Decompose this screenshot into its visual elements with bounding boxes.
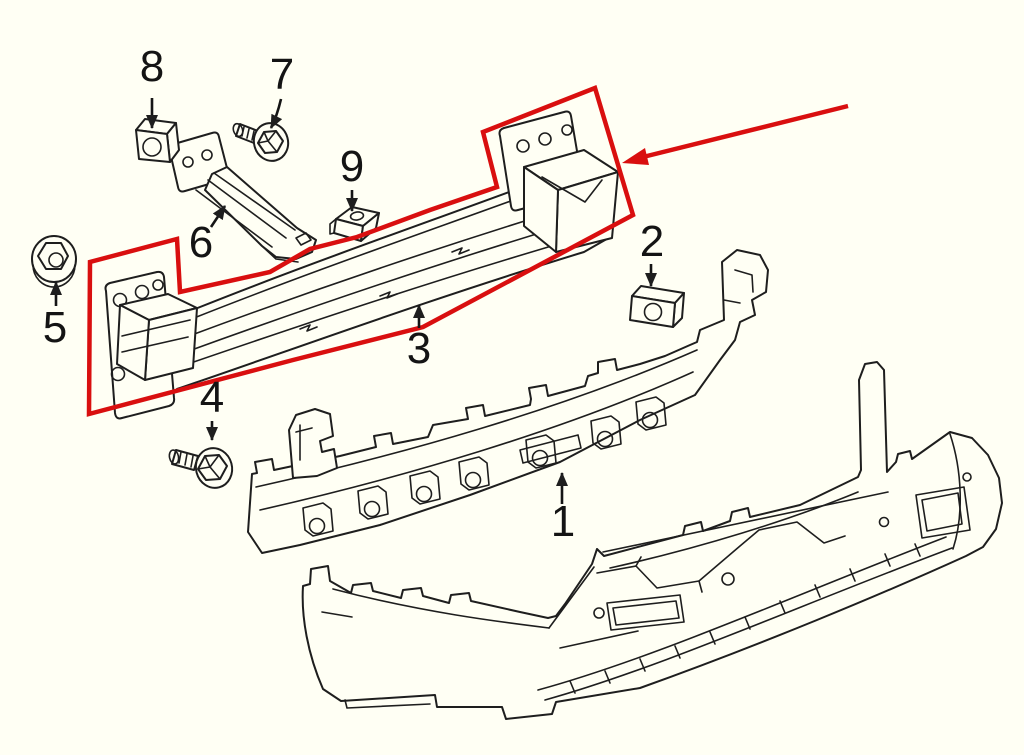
callout-arrows bbox=[50, 98, 657, 504]
bolt-drawing bbox=[232, 122, 290, 162]
callout-6-arrow bbox=[209, 205, 227, 228]
callout-labels: 1 2 3 4 5 6 7 8 9 bbox=[43, 42, 664, 546]
callout-7-label: 7 bbox=[270, 50, 294, 99]
absorber-blocks bbox=[302, 396, 667, 537]
sensor-hole bbox=[721, 572, 735, 586]
callout-5-label: 5 bbox=[43, 303, 67, 352]
energy-absorber-drawing bbox=[247, 249, 769, 554]
callout-8-label: 8 bbox=[140, 42, 164, 91]
callout-4-label: 4 bbox=[200, 373, 224, 422]
callout-6-label: 6 bbox=[189, 218, 213, 267]
bolt-drawing-4 bbox=[168, 447, 234, 489]
absorber-left-hook bbox=[288, 408, 338, 479]
sensor-hole bbox=[962, 472, 972, 482]
bracket-drawing bbox=[168, 131, 317, 263]
highlight-group bbox=[86, 85, 849, 417]
callout-3-label: 3 bbox=[407, 324, 431, 373]
callout-9-label: 9 bbox=[340, 142, 364, 191]
sensor-hole bbox=[593, 607, 605, 619]
clip-nut-drawing-2 bbox=[629, 285, 685, 328]
impact-bar-drawing bbox=[104, 110, 619, 420]
callout-2-label: 2 bbox=[640, 217, 664, 266]
highlight-arrowhead bbox=[622, 148, 649, 165]
callout-7-arrow bbox=[269, 98, 283, 129]
bumper-cover-drawing bbox=[301, 361, 1003, 720]
highlight-arrow-line bbox=[642, 103, 849, 160]
highlight-outline bbox=[86, 85, 636, 417]
sensor-hole bbox=[878, 516, 890, 528]
callout-1-label: 1 bbox=[551, 497, 575, 546]
square-nut-drawing bbox=[135, 118, 180, 163]
flange-nut-drawing bbox=[31, 235, 77, 288]
